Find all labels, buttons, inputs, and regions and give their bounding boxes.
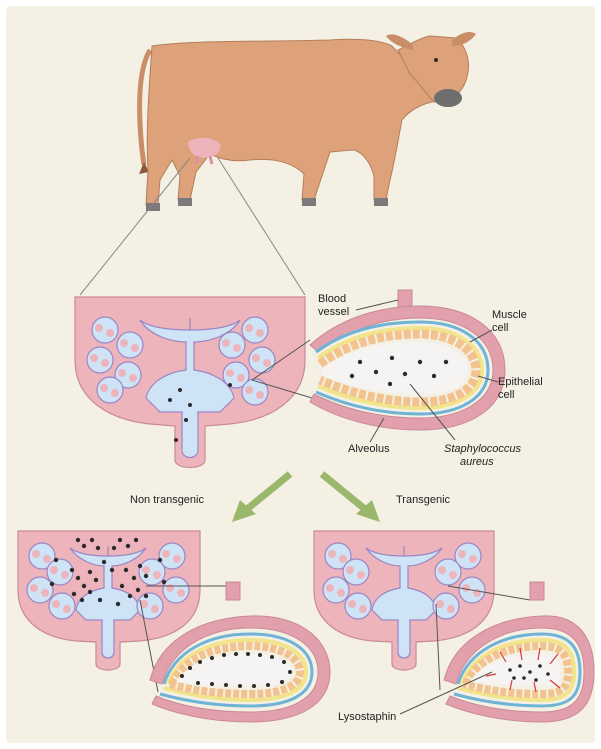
staphylococcus-label-2: aureus (460, 456, 494, 468)
epithelial-cell-label: Epithelial (498, 376, 543, 388)
non-transgenic-label: Non transgenic (130, 494, 204, 506)
transgenic-label: Transgenic (396, 494, 451, 506)
alveolus-label: Alveolus (348, 443, 390, 455)
lysostaphin-label: Lysostaphin (338, 711, 396, 723)
blood-vessel-label-2: vessel (318, 306, 349, 318)
staphylococcus-label: Staphylococcus (444, 443, 522, 455)
muscle-cell-label: Muscle (492, 309, 527, 321)
blood-vessel-label: Blood (318, 293, 346, 305)
epithelial-cell-label-2: cell (498, 389, 515, 401)
muscle-cell-label-2: cell (492, 322, 509, 334)
